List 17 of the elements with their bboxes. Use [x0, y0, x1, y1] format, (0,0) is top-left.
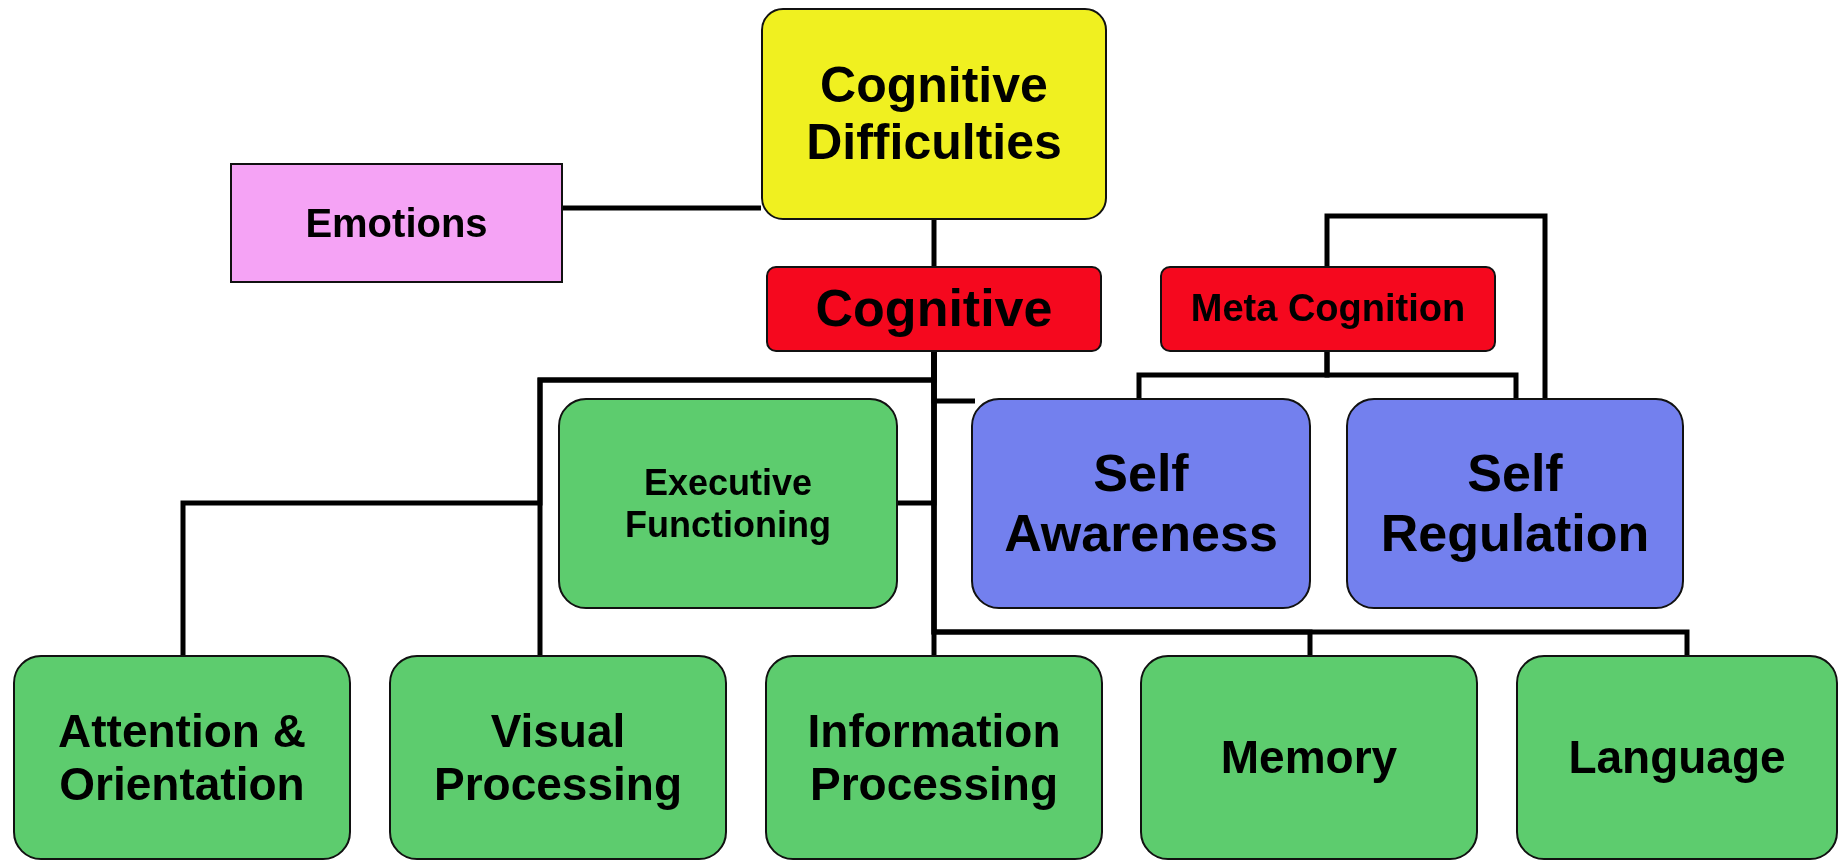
- process-box: Self Regulation: [1346, 398, 1684, 609]
- connector-line: [931, 220, 937, 266]
- connector-line: [1324, 213, 1548, 398]
- leaf-box: Information Processing: [765, 655, 1103, 860]
- connector-line: [1324, 352, 1519, 398]
- process-box: Self Awareness: [971, 398, 1311, 609]
- connector-line: [931, 352, 975, 404]
- branch-box: Cognitive: [766, 266, 1102, 352]
- leaf-box: Attention & Orientation: [13, 655, 351, 860]
- connector-line: [563, 205, 761, 211]
- leaf-box: Visual Processing: [389, 655, 727, 860]
- leaf-box: Memory: [1140, 655, 1478, 860]
- branch-box: Meta Cognition: [1160, 266, 1496, 352]
- leaf-box: Language: [1516, 655, 1838, 860]
- process-box: Executive Functioning: [558, 398, 898, 609]
- category-box: Emotions: [230, 163, 563, 283]
- top-box: Cognitive Difficulties: [761, 8, 1107, 220]
